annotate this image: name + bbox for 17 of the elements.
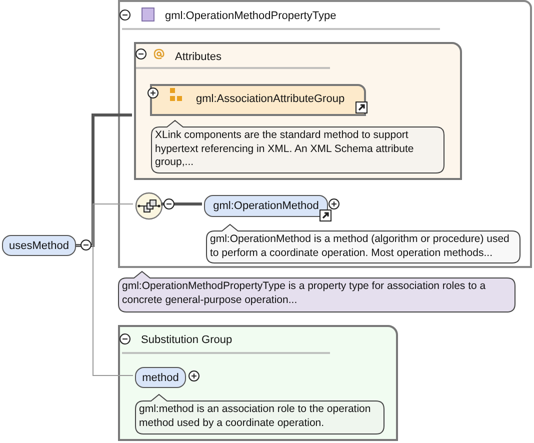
documentation-callout: gml:OperationMethodPropertyType is a property type for association roles to a concrete general-purpose operation...: [118, 271, 516, 313]
heading-text: Attributes: [175, 51, 222, 64]
element-box: method: [135, 367, 186, 388]
element-box: gml:OperationMethod: [204, 195, 328, 217]
substitution-group-panel: [118, 325, 398, 441]
attributes-panel: [134, 42, 462, 180]
documentation-callout: gml:OperationMethod is a method (algorithm or procedure) used to perform a coordinate operation. Most operation methods...: [206, 224, 521, 264]
heading-text: Substitution Group: [141, 334, 232, 347]
connector-line: [76, 114, 132, 247]
element-box: usesMethod: [2, 235, 76, 256]
documentation-callout: XLink components are the standard method to support hypertext referencing in XML. An XML Schema attribute group,...: [151, 120, 445, 174]
heading-text: gml:OperationMethodPropertyType: [165, 10, 336, 23]
attribute-group-box: [150, 84, 366, 116]
heading-text: gml:AssociationAttributeGroup: [196, 93, 345, 106]
documentation-callout: gml:method is an association role to the operation method used by a coordinate operation.: [135, 394, 385, 435]
type-panel: [118, 0, 532, 268]
sequence-compositor: [135, 192, 163, 220]
